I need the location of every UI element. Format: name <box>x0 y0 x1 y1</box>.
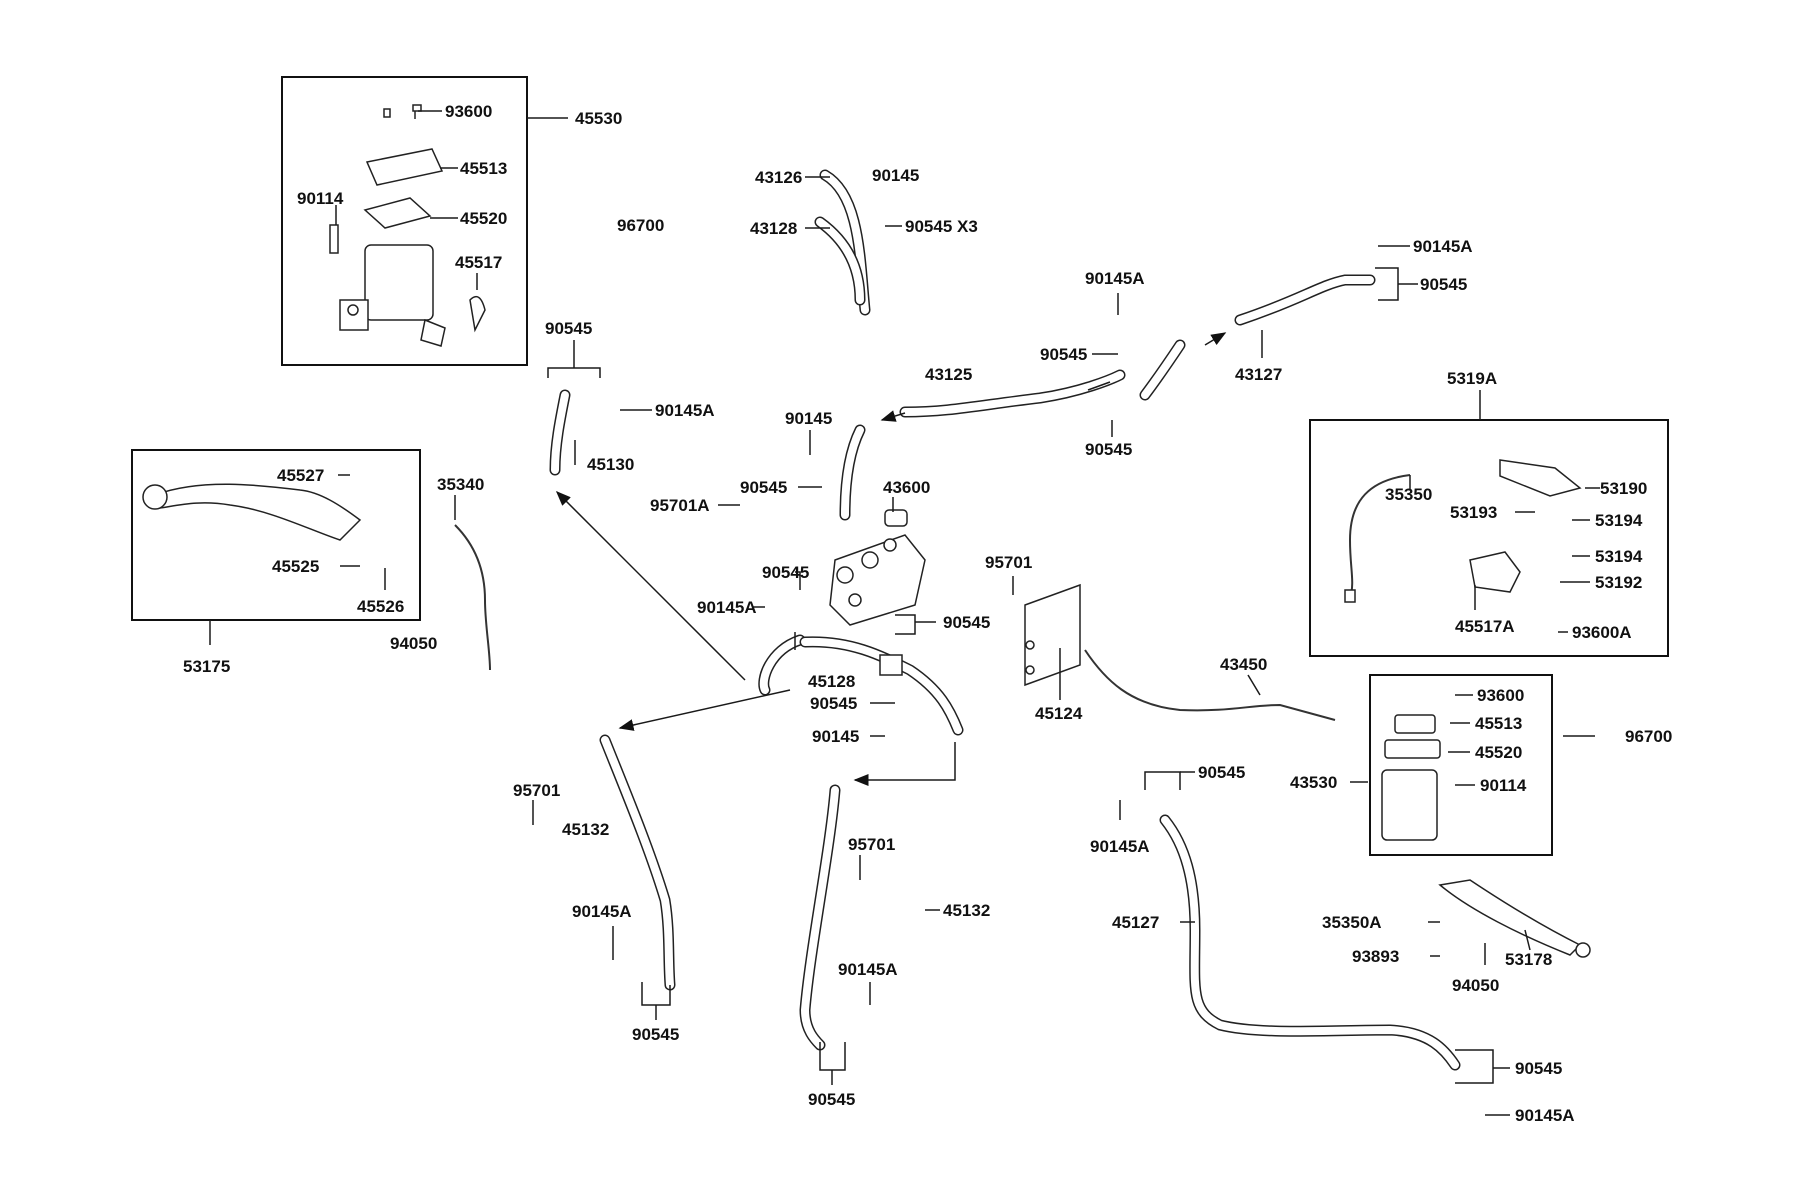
label-90145A: 90145A <box>1090 837 1150 856</box>
label-45520: 45520 <box>460 209 507 228</box>
label-90145A: 90145A <box>1413 237 1473 256</box>
label-90545-x3: 90545 X3 <box>905 217 978 236</box>
flow-arrows <box>555 332 1227 786</box>
label-45525: 45525 <box>272 557 319 576</box>
label-45526: 45526 <box>357 597 404 616</box>
label-90545: 90545 <box>1420 275 1467 294</box>
label-90145A: 90145A <box>655 401 715 420</box>
label-43530: 43530 <box>1290 773 1337 792</box>
label-53194: 53194 <box>1595 547 1643 566</box>
label-5319A: 5319A <box>1447 369 1497 388</box>
label-90145A: 90145A <box>572 902 632 921</box>
label-45520: 45520 <box>1475 743 1522 762</box>
label-95701: 95701 <box>848 835 895 854</box>
label-45128: 45128 <box>808 672 855 691</box>
label-94050: 94050 <box>390 634 437 653</box>
label-90114: 90114 <box>1480 776 1527 795</box>
label-90545: 90545 <box>1040 345 1087 364</box>
label-93600: 93600 <box>1477 686 1524 705</box>
label-45513: 45513 <box>460 159 507 178</box>
label-90114: 90114 <box>297 189 344 208</box>
label-43450: 43450 <box>1220 655 1267 674</box>
part-labels: 93600 45530 45513 90114 45520 45517 9670… <box>183 102 1672 1125</box>
label-94050: 94050 <box>1452 976 1499 995</box>
label-53178: 53178 <box>1505 950 1552 969</box>
label-53175: 53175 <box>183 657 230 676</box>
label-45124: 45124 <box>1035 704 1083 723</box>
label-53194: 53194 <box>1595 511 1643 530</box>
left-lever-kit-box <box>131 449 421 621</box>
label-45127: 45127 <box>1112 913 1159 932</box>
label-90545: 90545 <box>1515 1059 1562 1078</box>
leader-lines <box>209 110 1600 1116</box>
switch-kit-box <box>1309 419 1669 657</box>
label-35350A: 35350A <box>1322 913 1382 932</box>
label-45530: 45530 <box>575 109 622 128</box>
label-35340: 35340 <box>437 475 484 494</box>
label-90545: 90545 <box>810 694 857 713</box>
label-90545: 90545 <box>545 319 592 338</box>
label-95701: 95701 <box>985 553 1032 572</box>
label-45517A: 45517A <box>1455 617 1515 636</box>
label-90145A: 90145A <box>838 960 898 979</box>
label-90145A: 90145A <box>1515 1106 1575 1125</box>
label-95701: 95701 <box>513 781 560 800</box>
label-90145A: 90145A <box>1085 269 1145 288</box>
label-45517: 45517 <box>455 253 502 272</box>
label-43127: 43127 <box>1235 365 1282 384</box>
label-93600: 93600 <box>445 102 492 121</box>
right-master-cylinder-box <box>1369 674 1553 856</box>
brake-distributor <box>829 509 926 626</box>
label-45513: 45513 <box>1475 714 1522 733</box>
label-95701A: 95701A <box>650 496 710 515</box>
label-96700: 96700 <box>1625 727 1672 746</box>
label-90545: 90545 <box>632 1025 679 1044</box>
label-43128: 43128 <box>750 219 797 238</box>
label-43600: 43600 <box>883 478 930 497</box>
label-90145A: 90145A <box>697 598 757 617</box>
master-cylinder-parts <box>329 104 486 347</box>
label-53192: 53192 <box>1595 573 1642 592</box>
label-90545: 90545 <box>808 1090 855 1109</box>
label-90145: 90145 <box>785 409 832 428</box>
label-53193: 53193 <box>1450 503 1497 522</box>
label-43126: 43126 <box>755 168 802 187</box>
master-cylinder-kit-box <box>281 76 528 366</box>
label-96700: 96700 <box>617 216 664 235</box>
label-45132: 45132 <box>943 901 990 920</box>
label-90545: 90545 <box>762 563 809 582</box>
label-90145: 90145 <box>872 166 919 185</box>
label-90145: 90145 <box>812 727 859 746</box>
label-93600A: 93600A <box>1572 623 1632 642</box>
label-35350: 35350 <box>1385 485 1432 504</box>
label-45132: 45132 <box>562 820 609 839</box>
label-90545: 90545 <box>943 613 990 632</box>
label-45527: 45527 <box>277 466 324 485</box>
label-45130: 45130 <box>587 455 634 474</box>
label-53190: 53190 <box>1600 479 1647 498</box>
label-90545: 90545 <box>740 478 787 497</box>
label-90545: 90545 <box>1198 763 1245 782</box>
label-93893: 93893 <box>1352 947 1399 966</box>
label-43125: 43125 <box>925 365 972 384</box>
label-90545: 90545 <box>1085 440 1132 459</box>
